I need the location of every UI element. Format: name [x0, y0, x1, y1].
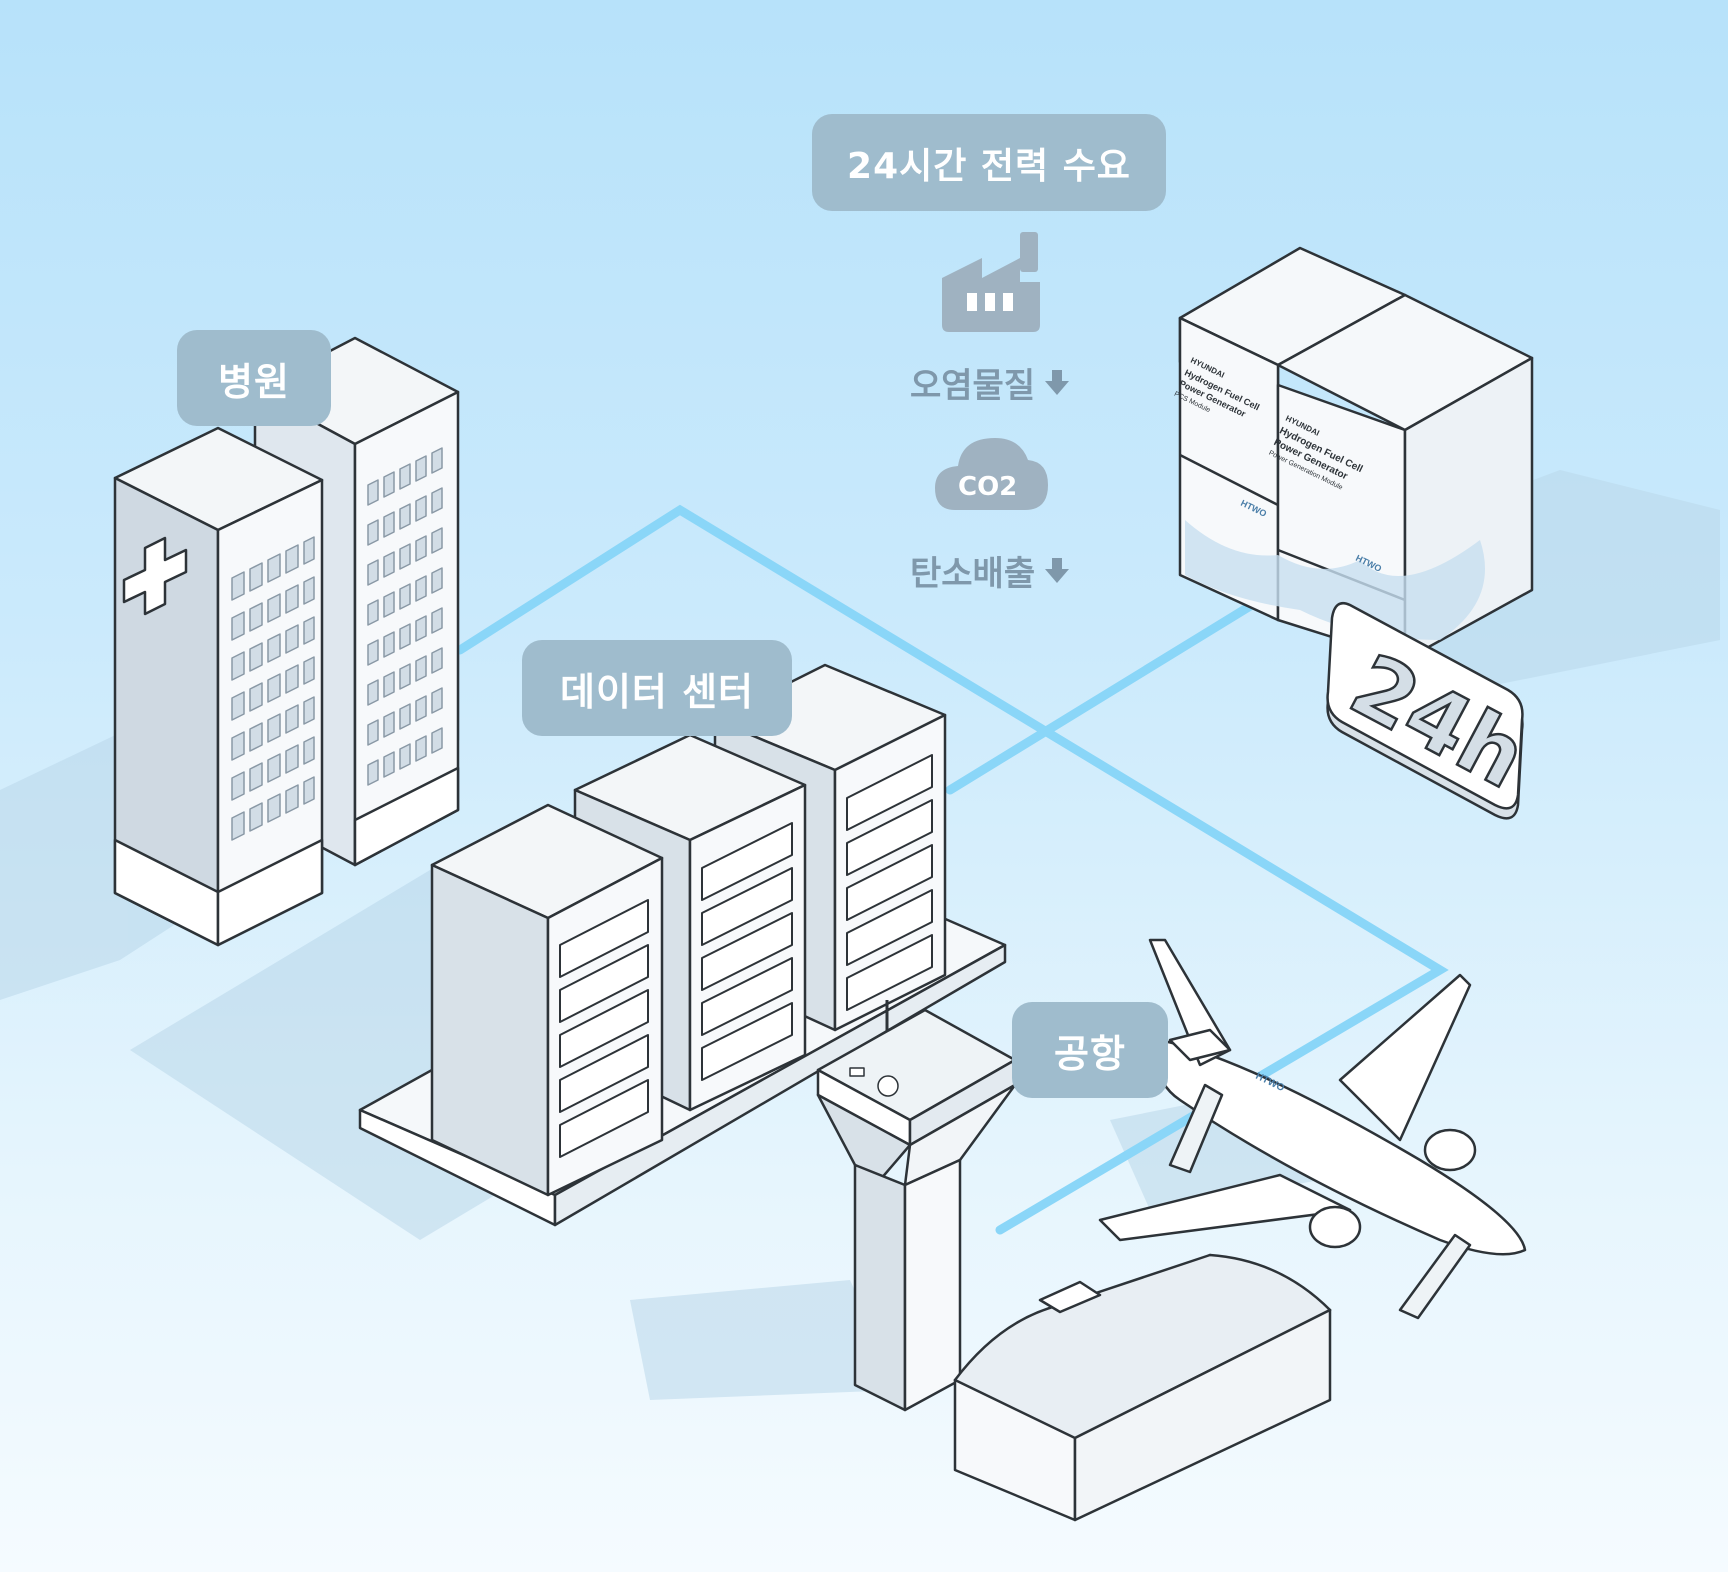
data-center-racks: [358, 663, 1007, 1227]
label-24h-power-demand: 24시간 전력 수요: [812, 114, 1166, 211]
label-airport-text: 공항: [1054, 1031, 1126, 1076]
fuel-cell-generator: [1178, 246, 1534, 662]
pollutants-text: 오염물질: [910, 366, 1036, 406]
label-hospital-text: 병원: [218, 359, 290, 404]
carbon-reduction: 탄소배출: [910, 546, 1070, 595]
label-data-center: 데이터 센터: [522, 640, 792, 736]
label-24h-power-demand-text: 24시간 전력 수요: [847, 145, 1131, 187]
label-hospital: 병원: [177, 330, 331, 426]
label-airport: 공항: [1012, 1002, 1168, 1098]
co2-icon-label: CO2: [958, 472, 1017, 502]
label-data-center-text: 데이터 센터: [559, 669, 755, 714]
airplane: [1098, 938, 1527, 1320]
control-tower: [816, 1008, 1017, 1412]
carbon-text: 탄소배출: [910, 554, 1036, 594]
factory-icon: [942, 232, 1040, 332]
arrow-down-icon: [1045, 369, 1070, 396]
badge-24h: 24h: [1326, 601, 1543, 820]
hangar: [953, 1253, 1332, 1522]
arrow-down-icon: [1045, 557, 1070, 584]
co2-cloud-icon: CO2: [935, 438, 1048, 510]
pollutants-reduction: 오염물질: [910, 358, 1070, 407]
hospital-building: [113, 336, 460, 947]
